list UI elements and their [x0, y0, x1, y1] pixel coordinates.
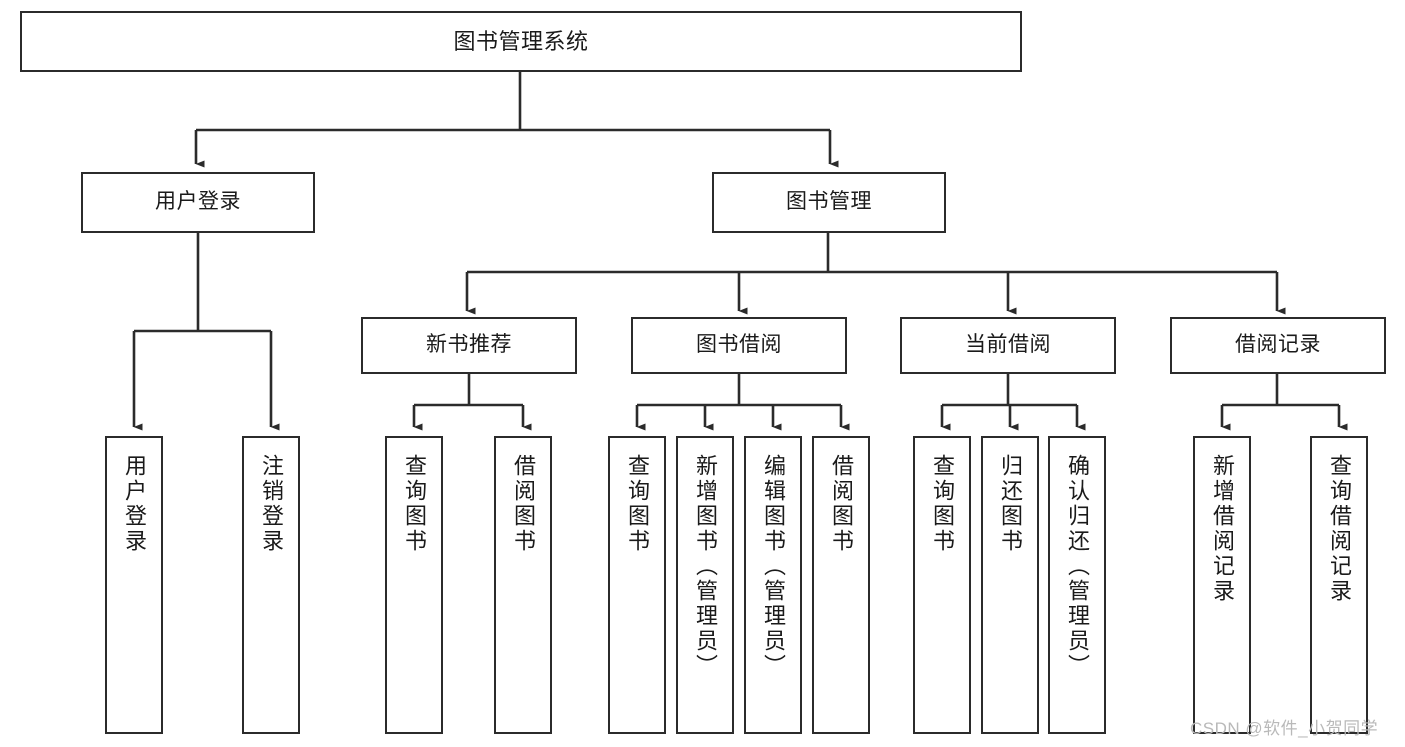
node-leaf-confirm-return[interactable]: 确认归还（管理员） [1048, 436, 1106, 734]
node-book-manage[interactable]: 图书管理 [712, 172, 946, 233]
node-leaf-borrow-book-2-label: 借阅图书 [829, 454, 854, 554]
node-leaf-return-book-label: 归还图书 [998, 454, 1023, 554]
node-leaf-query-book-3-label: 查询图书 [930, 454, 955, 554]
node-leaf-query-book-3[interactable]: 查询图书 [913, 436, 971, 734]
node-leaf-confirm-return-label: 确认归还（管理员） [1065, 454, 1090, 679]
node-current-borrow-label: 当前借阅 [965, 333, 1051, 357]
node-leaf-add-record-label: 新增借阅记录 [1210, 454, 1235, 604]
node-leaf-borrow-book-1[interactable]: 借阅图书 [494, 436, 552, 734]
node-current-borrow[interactable]: 当前借阅 [900, 317, 1116, 374]
node-new-book-recommend[interactable]: 新书推荐 [361, 317, 577, 374]
node-leaf-edit-book-label: 编辑图书（管理员） [761, 454, 786, 679]
node-borrow-record[interactable]: 借阅记录 [1170, 317, 1386, 374]
node-user-login-label: 用户登录 [155, 190, 241, 214]
node-book-borrow-label: 图书借阅 [696, 333, 782, 357]
node-borrow-record-label: 借阅记录 [1235, 333, 1321, 357]
node-leaf-query-book-1-label: 查询图书 [402, 454, 427, 554]
node-leaf-edit-book[interactable]: 编辑图书（管理员） [744, 436, 802, 734]
node-leaf-logout[interactable]: 注销登录 [242, 436, 300, 734]
node-leaf-query-record[interactable]: 查询借阅记录 [1310, 436, 1368, 734]
node-leaf-query-book-2[interactable]: 查询图书 [608, 436, 666, 734]
node-root-label: 图书管理系统 [453, 28, 589, 54]
node-leaf-add-record[interactable]: 新增借阅记录 [1193, 436, 1251, 734]
node-root[interactable]: 图书管理系统 [20, 11, 1022, 72]
node-leaf-borrow-book-1-label: 借阅图书 [511, 454, 536, 554]
node-user-login[interactable]: 用户登录 [81, 172, 315, 233]
node-leaf-user-login[interactable]: 用户登录 [105, 436, 163, 734]
node-leaf-query-book-2-label: 查询图书 [625, 454, 650, 554]
node-leaf-query-record-label: 查询借阅记录 [1327, 454, 1352, 604]
node-book-borrow[interactable]: 图书借阅 [631, 317, 847, 374]
node-leaf-add-book-label: 新增图书（管理员） [693, 454, 718, 679]
node-leaf-add-book[interactable]: 新增图书（管理员） [676, 436, 734, 734]
node-leaf-user-login-label: 用户登录 [122, 454, 147, 554]
node-new-book-recommend-label: 新书推荐 [426, 333, 512, 357]
node-leaf-logout-label: 注销登录 [259, 454, 284, 554]
node-book-manage-label: 图书管理 [786, 190, 872, 214]
node-leaf-query-book-1[interactable]: 查询图书 [385, 436, 443, 734]
node-leaf-return-book[interactable]: 归还图书 [981, 436, 1039, 734]
node-leaf-borrow-book-2[interactable]: 借阅图书 [812, 436, 870, 734]
